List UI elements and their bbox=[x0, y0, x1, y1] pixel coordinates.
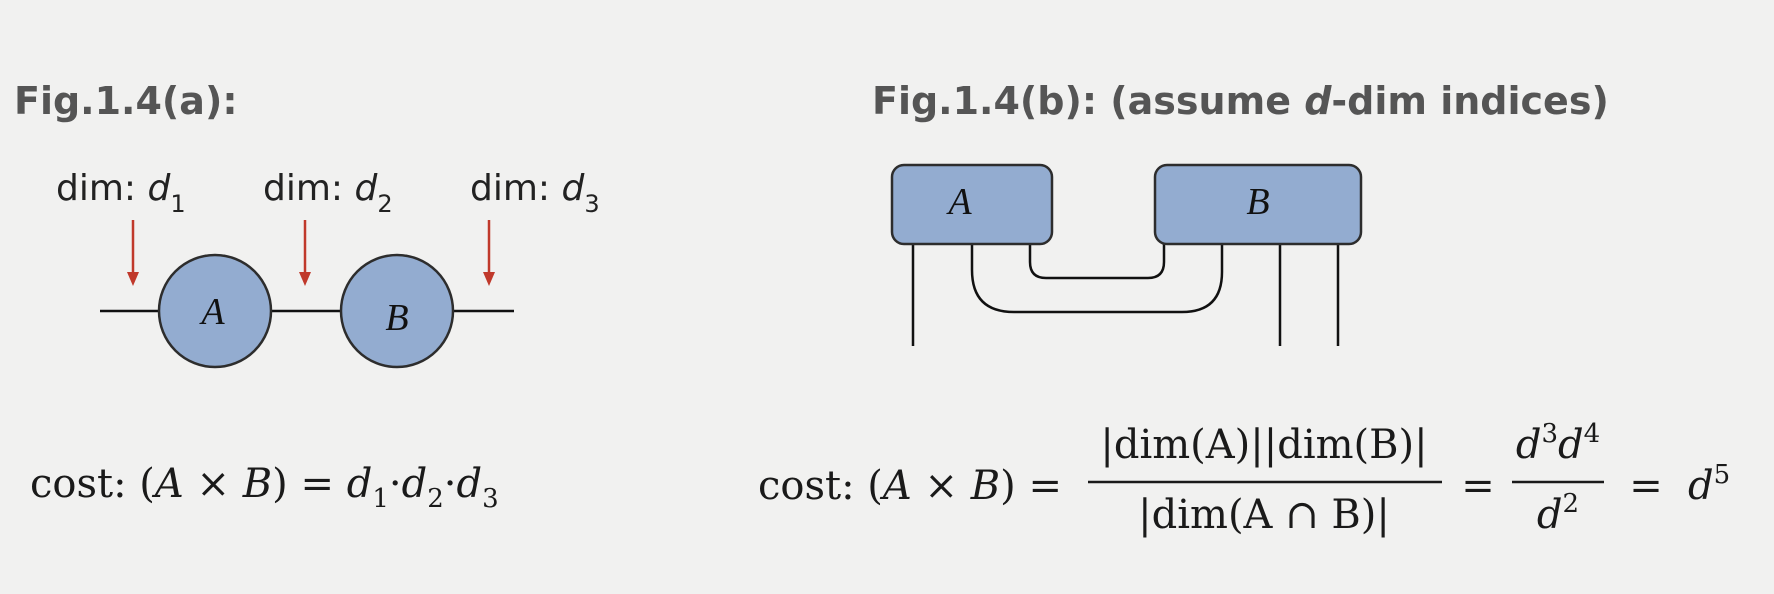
equals-2: = bbox=[1461, 463, 1495, 509]
fraction-2-denominator: d2 bbox=[1537, 489, 1579, 538]
svg-text:dim: d1: dim: d1 bbox=[56, 168, 186, 218]
equals-3: = bbox=[1629, 463, 1663, 509]
dim-sub: 3 bbox=[584, 190, 599, 218]
fig-a-cost-equation: cost: (A × B) = d1·d2·d3 bbox=[30, 461, 499, 514]
svg-text:dim: d3: dim: d3 bbox=[470, 168, 600, 218]
fig-b-wires bbox=[911, 244, 1340, 346]
fig-a-arrow-2 bbox=[299, 220, 311, 286]
node-label: A bbox=[198, 291, 225, 333]
fig-a-dim-label-3: dim: d3 bbox=[470, 168, 600, 218]
dim-prefix: dim: bbox=[56, 168, 148, 209]
fig-a-node-b: B bbox=[339, 253, 455, 369]
svg-text:cost: (A × B) =: cost: (A × B) = bbox=[758, 463, 1062, 509]
dim-var: d bbox=[355, 168, 379, 209]
fig-a-arrow-1 bbox=[127, 220, 139, 286]
dim-prefix: dim: bbox=[263, 168, 355, 209]
dim-prefix: dim: bbox=[470, 168, 562, 209]
node-label: B bbox=[385, 297, 408, 339]
fraction-2-numerator: d3d4 bbox=[1516, 419, 1600, 468]
svg-text:dim: d2: dim: d2 bbox=[263, 168, 393, 218]
fig-b-heading: Fig.1.4(b): (assume d-dim indices) bbox=[872, 79, 1609, 123]
result: d5 bbox=[1688, 460, 1730, 509]
fig-b-cost-equation: cost: (A × B) = |dim(A)||dim(B)| |dim(A … bbox=[758, 419, 1730, 538]
fraction-1-numerator: |dim(A)||dim(B)| bbox=[1100, 422, 1427, 468]
fig-b-node-a: A bbox=[890, 163, 1054, 246]
dim-sub: 1 bbox=[170, 190, 185, 218]
fraction-1-denominator: |dim(A ∩ B)| bbox=[1138, 492, 1390, 538]
fig-a-node-a: A bbox=[157, 253, 273, 369]
dim-var: d bbox=[148, 168, 172, 209]
fig-a-dim-label-1: dim: d1 bbox=[56, 168, 186, 218]
dim-sub: 2 bbox=[377, 190, 392, 218]
dim-var: d bbox=[562, 168, 586, 209]
fig-b-node-b: B bbox=[1153, 163, 1363, 246]
node-label: A bbox=[945, 181, 972, 223]
svg-text:cost: (A × B) = d1·d2·d3: cost: (A × B) = d1·d2·d3 bbox=[30, 461, 499, 514]
fig-a-dim-label-2: dim: d2 bbox=[263, 168, 393, 218]
node-label: B bbox=[1246, 181, 1269, 223]
fig-a-arrow-3 bbox=[483, 220, 495, 286]
fig-a-heading: Fig.1.4(a): bbox=[14, 79, 238, 123]
